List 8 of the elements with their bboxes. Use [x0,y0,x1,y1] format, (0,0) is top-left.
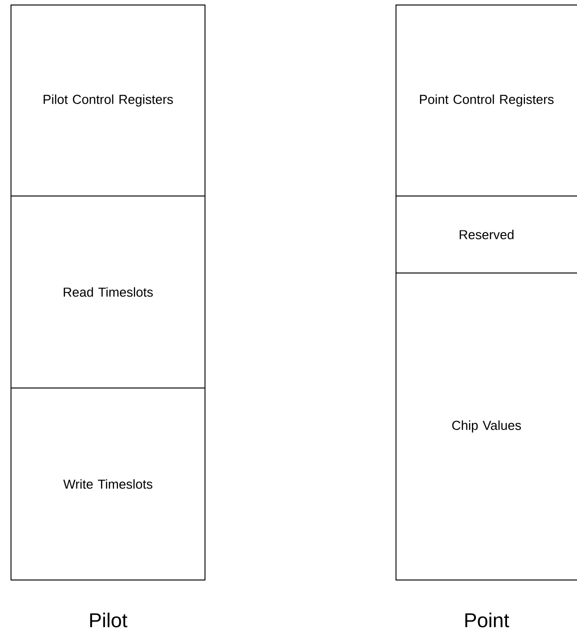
memory-region: Read Timeslots [10,196,206,388]
memory-region: Pilot Control Registers [10,4,206,196]
column-heading: Point [465,612,510,628]
memory-region: Point Control Registers [396,4,577,196]
memory-region: Write Timeslots [10,388,206,580]
memory-region: Chip Values [396,272,577,580]
column-heading: Pilot [90,612,128,628]
memory-region: Reserved [396,196,577,274]
